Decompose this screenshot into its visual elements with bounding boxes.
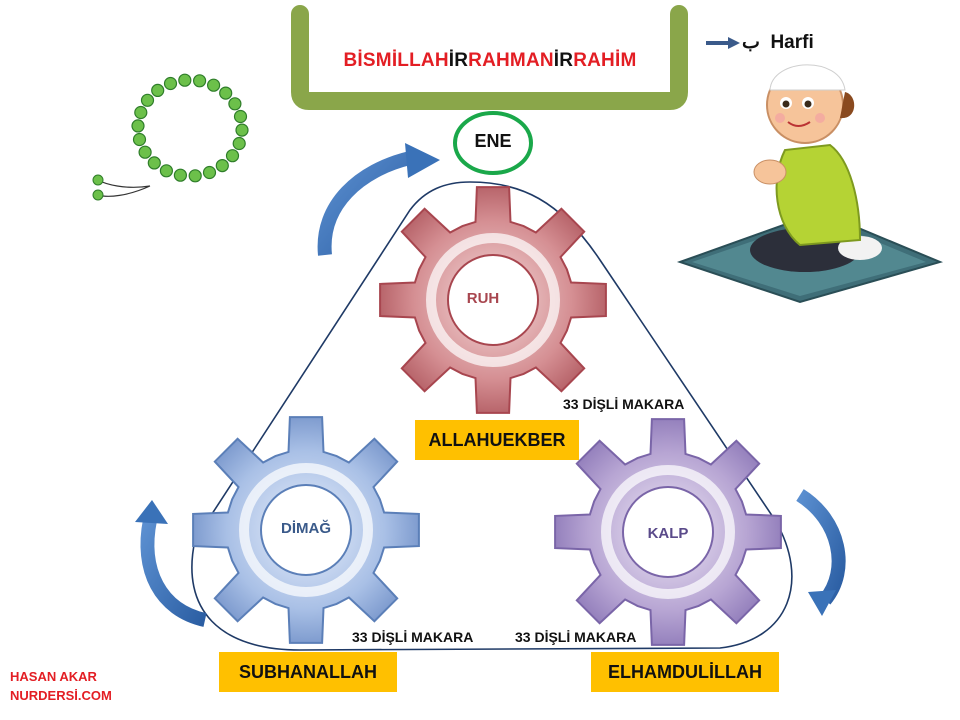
gear-kalp — [554, 418, 782, 646]
gear-ring — [601, 465, 735, 599]
ene-label: ENE — [474, 131, 512, 151]
gear-ruh — [379, 186, 607, 414]
bead — [232, 136, 246, 151]
praying-child-illustration — [676, 64, 944, 304]
bead — [178, 73, 192, 87]
badge-subhanallah: SUBHANALLAH — [219, 652, 397, 692]
bead — [131, 119, 145, 133]
arabic-letter: ب — [742, 32, 760, 53]
title-bracket — [291, 5, 688, 110]
title-part-4: İR — [553, 50, 574, 71]
gear-ring — [239, 463, 373, 597]
makara-label-right: 33 DİŞLİ MAKARA — [515, 629, 637, 645]
gear-ring — [426, 233, 560, 367]
pointer-arrow-icon — [706, 37, 740, 49]
title-part-5: RAHİM — [573, 50, 637, 71]
bead — [193, 74, 207, 88]
bead — [151, 83, 165, 98]
title-part-3: RAHMAN — [468, 50, 554, 71]
gear-dimag — [192, 416, 420, 644]
bead — [235, 123, 249, 137]
author-credit: HASAN AKAR NURDERSİ.COM — [10, 667, 112, 705]
gear-hub — [622, 486, 714, 578]
rotation-arrow-top — [317, 143, 440, 256]
rotation-arrow-right — [796, 489, 846, 616]
bead — [207, 78, 221, 92]
harfi-word: Harfi — [770, 32, 814, 53]
bead — [188, 169, 202, 183]
bead — [134, 105, 148, 120]
gear-label-ruh: RUH — [466, 290, 500, 307]
makara-label-top: 33 DİŞLİ MAKARA — [563, 396, 685, 412]
bead — [147, 156, 161, 170]
prayer-beads-icon — [92, 73, 249, 201]
bead — [132, 132, 147, 147]
bead — [202, 165, 217, 180]
badge-allahuekber: ALLAHUEKBER — [415, 420, 579, 460]
badge-elhamdulillah: ELHAMDULİLLAH — [591, 652, 779, 692]
title-part-1: BİSMİLLAH — [343, 50, 449, 71]
gear-label-kalp: KALP — [647, 525, 689, 542]
page-title: BİSMİLLAHİRRAHMANİRRAHİM — [300, 50, 680, 72]
bead — [219, 86, 233, 100]
bead — [159, 164, 173, 178]
ene-ring — [453, 111, 533, 175]
harfi-label: ب Harfi — [706, 31, 814, 54]
bead — [225, 149, 240, 163]
bead — [173, 168, 187, 182]
bead — [215, 159, 229, 173]
gear-label-dimag: DİMAĞ — [281, 520, 331, 537]
makara-label-left: 33 DİŞLİ MAKARA — [352, 629, 474, 645]
bead — [233, 109, 248, 124]
gear-hub — [260, 484, 352, 576]
credit-line-1: HASAN AKAR — [10, 669, 97, 684]
rotation-arrow-left — [135, 500, 207, 627]
title-part-2: İR — [448, 50, 469, 71]
bead — [228, 97, 242, 111]
gear-hub — [447, 254, 539, 346]
bead — [138, 145, 152, 159]
bead — [163, 76, 178, 91]
bead — [140, 93, 155, 107]
credit-line-2: NURDERSİ.COM — [10, 688, 112, 703]
